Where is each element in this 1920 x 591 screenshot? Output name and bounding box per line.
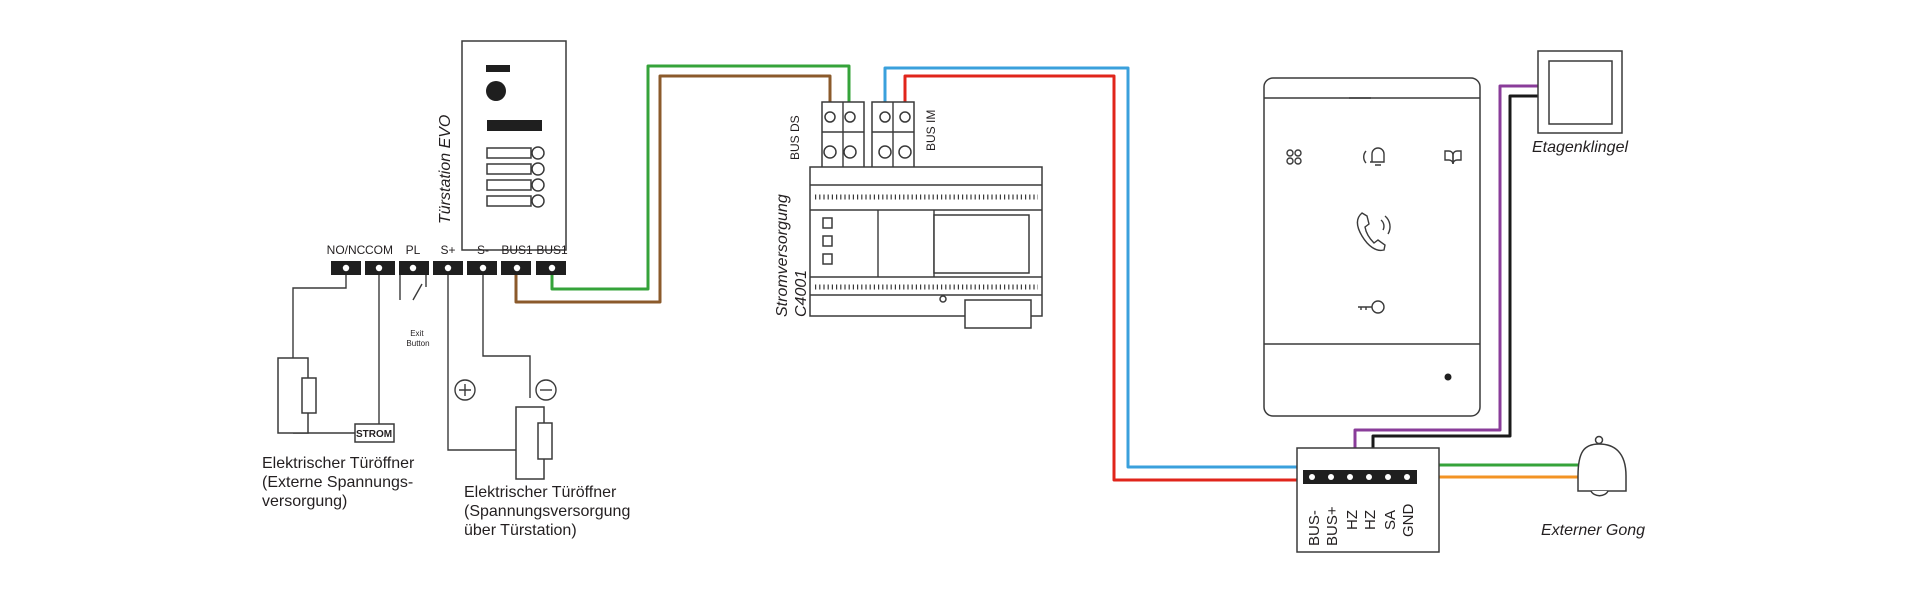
power-supply: BUS DS BUS IM Stromversorgung C4001 <box>774 101 1043 329</box>
door-station: Türstation EVO NO/NC COM PL S+ S- BUS1 B… <box>262 40 635 539</box>
door-panel <box>461 40 567 251</box>
door-station-title: Türstation EVO <box>437 115 454 224</box>
indoor-terminal-strip <box>1303 470 1417 484</box>
opener-internal-caption: Elektrischer Türöffner (Spannungsversorg… <box>464 484 635 539</box>
internal-opener-circuit <box>447 275 557 480</box>
terminal-label-s-plus: S+ <box>440 243 455 257</box>
power-supply-title-line2: C4001 <box>793 270 810 317</box>
exit-button-label-line2: Button <box>406 339 429 348</box>
menu-grid-icon <box>1286 149 1302 165</box>
status-led <box>1444 373 1452 381</box>
strom-label: STROM <box>356 429 392 440</box>
call-buttons <box>486 146 545 208</box>
doorbell-mute-icon <box>1363 147 1385 166</box>
terminal-label-gnd: GND <box>1400 504 1417 538</box>
opener-internal-line1: Elektrischer Türöffner <box>464 484 617 501</box>
gong-bell <box>1577 443 1627 492</box>
door-terminal-labels: NO/NC COM PL S+ S- BUS1 BUS1 <box>327 243 568 257</box>
wire-red-bus <box>903 74 1312 482</box>
floor-bell-inner <box>1548 60 1613 125</box>
camera-lens <box>486 81 506 101</box>
floor-bell-label: Etagenklingel <box>1532 139 1629 156</box>
indoor-terminal-labels: BUS- BUS+ HZ HZ SA GND <box>1306 504 1417 547</box>
wire-brown-bus-ds <box>514 74 832 304</box>
exit-button-label: Exit Button <box>406 329 429 348</box>
terminal-label-no-nc: NO/NC <box>327 243 366 257</box>
wire-purple-floorbell <box>1353 84 1548 475</box>
external-gong: Externer Gong <box>1541 435 1645 539</box>
opener-external-line2: (Externe Spannungs- <box>262 474 413 491</box>
terminal-label-bus1-b: BUS1 <box>536 243 568 257</box>
exit-button-switch: Exit Button <box>399 275 430 348</box>
terminal-label-hz-b: HZ <box>1362 510 1379 530</box>
external-opener-circuit: STROM <box>277 275 395 443</box>
plus-circle-icon <box>454 379 476 401</box>
terminal-label-s-minus: S- <box>477 243 489 257</box>
bus-im-terminal <box>871 101 915 169</box>
power-supply-title-line1: Stromversorgung <box>774 194 791 317</box>
display-bar <box>487 120 542 131</box>
external-gong-label: Externer Gong <box>1541 522 1645 539</box>
exit-button-label-line1: Exit <box>410 329 424 338</box>
phone-icon <box>1356 212 1391 252</box>
bus-ds-label: BUS DS <box>788 115 802 160</box>
indoor-terminal-block <box>1296 447 1440 553</box>
key-icon <box>1358 300 1385 314</box>
bus-ds-terminal <box>821 101 865 169</box>
opener-external-line3: versorgung) <box>262 493 347 510</box>
terminal-label-sa: SA <box>1382 510 1399 530</box>
opener-external-line1: Elektrischer Türöffner <box>262 455 415 472</box>
opener-external-caption: Elektrischer Türöffner (Externe Spannung… <box>262 455 419 510</box>
terminal-label-com: COM <box>365 243 393 257</box>
terminal-label-hz-a: HZ <box>1344 510 1361 530</box>
power-supply-title: Stromversorgung C4001 <box>774 190 810 317</box>
strom-box <box>354 423 395 443</box>
minus-circle-icon <box>535 379 557 401</box>
gong-knob <box>1594 435 1604 445</box>
terminal-label-pl: PL <box>406 243 421 257</box>
indoor-station: BUS- BUS+ HZ HZ SA GND <box>1263 77 1481 553</box>
opener-internal-line3: über Türstation) <box>464 522 577 539</box>
floor-bell: Etagenklingel <box>1532 50 1629 156</box>
camera-slot <box>486 65 510 72</box>
wire-green-bus-ds <box>550 64 851 291</box>
opener-internal-line2: (Spannungsversorgung <box>464 503 630 520</box>
gong-clapper <box>1590 490 1609 497</box>
terminal-label-bus1-a: BUS1 <box>501 243 533 257</box>
door-terminal-strip <box>331 261 566 275</box>
book-icon <box>1444 150 1462 165</box>
bus-im-label: BUS IM <box>924 110 938 151</box>
terminal-label-bus-plus: BUS+ <box>1324 506 1341 546</box>
terminal-label-bus-minus: BUS- <box>1306 510 1323 546</box>
